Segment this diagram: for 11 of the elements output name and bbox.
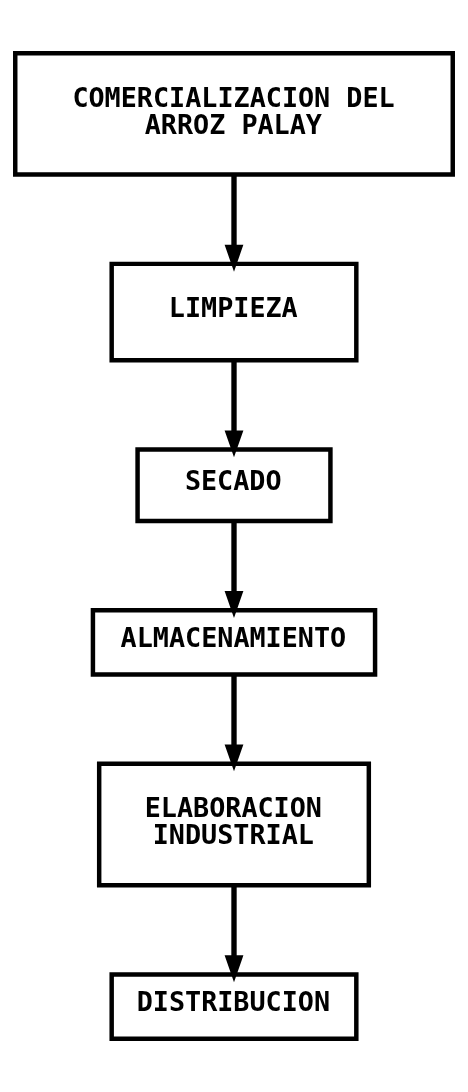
- arrow: [224, 675, 244, 772]
- arrow: [224, 885, 244, 983]
- node-box: ELABORACION INDUSTRIAL: [96, 761, 372, 888]
- arrow: [224, 175, 244, 272]
- arrow: [224, 521, 244, 618]
- node-box: LIMPIEZA: [109, 261, 359, 363]
- node-box: SECADO: [135, 447, 333, 524]
- node-box: COMERCIALIZACION DEL ARROZ PALAY: [13, 50, 455, 177]
- node-box: DISTRIBUCION: [109, 972, 359, 1042]
- arrow: [224, 360, 244, 458]
- node-box: ALMACENAMIENTO: [90, 608, 378, 677]
